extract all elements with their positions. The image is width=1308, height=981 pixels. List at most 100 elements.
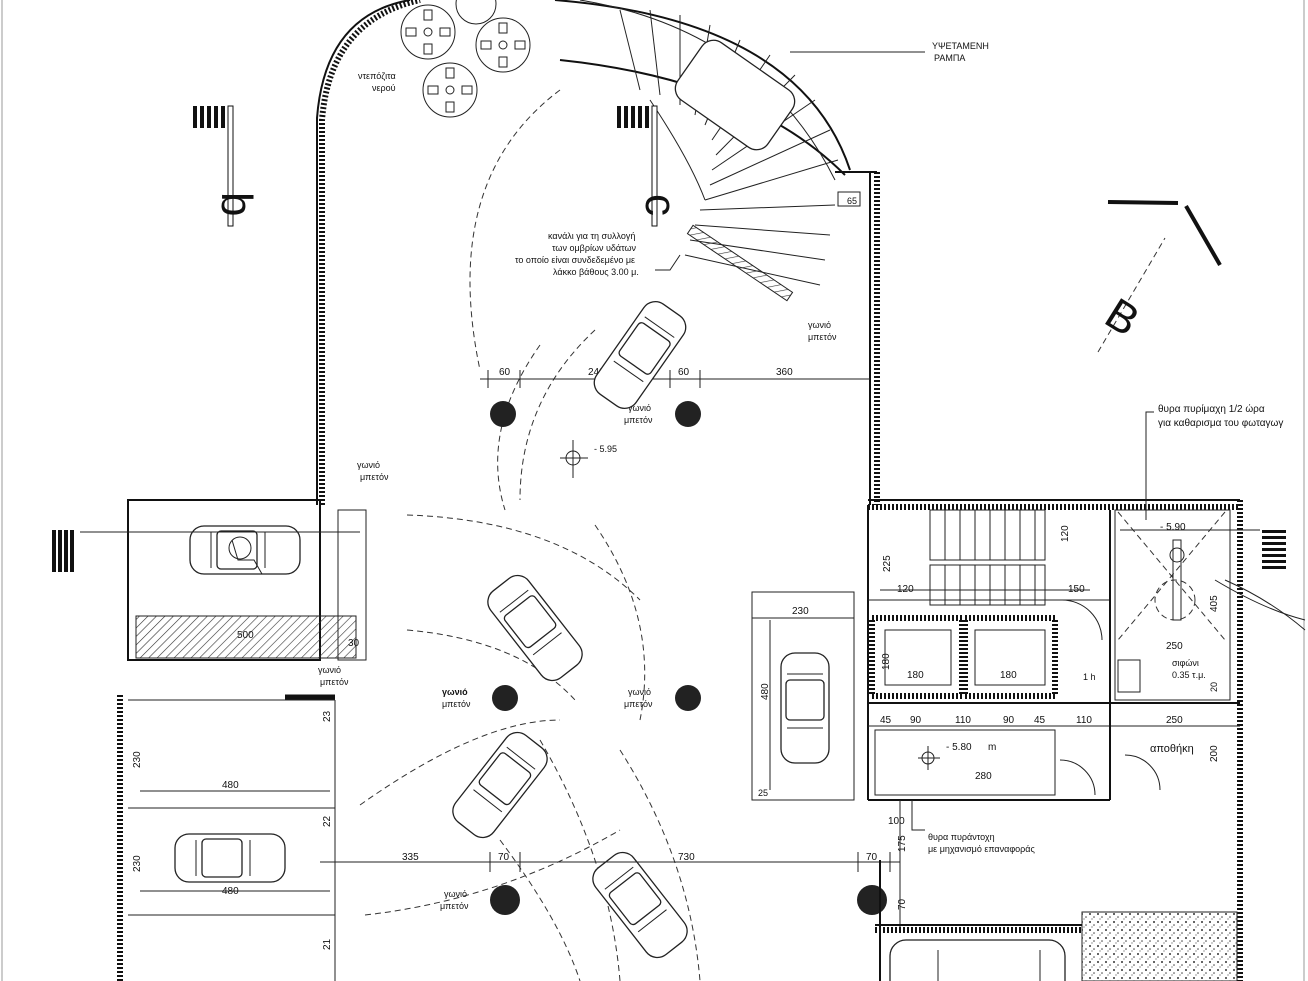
dim-250a: 250 <box>1166 641 1183 652</box>
dim-90b: 90 <box>1003 715 1015 726</box>
section-marker-right <box>1262 530 1286 569</box>
car-side <box>780 652 830 764</box>
dim-23: 23 <box>322 710 333 722</box>
dim-335: 335 <box>402 852 419 863</box>
ramp-label-line1: ΥΨΕΤΑΜΕΝΗ <box>932 41 989 51</box>
dim-480c: 480 <box>760 683 771 700</box>
dim-row-bottom: 335 70 730 70 <box>320 852 900 872</box>
dim-100: 100 <box>888 816 905 827</box>
fire-door-top-1: θυρα πυρίμαχη 1/2 ώρα <box>1158 403 1265 415</box>
left-stalls: 230 480 23 22 230 480 21 <box>117 694 336 981</box>
dim-180b: 180 <box>907 670 924 681</box>
ramp-label-line2: ΡΑΜΠΑ <box>934 53 965 63</box>
level-marker-center: - 5.95 <box>560 440 617 478</box>
dim-20: 20 <box>1209 682 1219 692</box>
turning-paths <box>359 89 701 981</box>
concrete-corner-7a: γωνιό <box>444 889 467 899</box>
water-tanks <box>400 0 531 118</box>
dim-60b: 60 <box>678 367 690 378</box>
core-block <box>867 499 1306 981</box>
ramp-label: ΥΨΕΤΑΜΕΝΗ ΡΑΜΠΑ <box>790 41 989 63</box>
dim-230a: 230 <box>132 751 143 768</box>
section-marker-B: B <box>1097 200 1222 353</box>
dim-110a: 110 <box>955 715 971 726</box>
concrete-corner-5a: γωνιό <box>442 687 468 697</box>
accessible-space: 500 30 <box>80 499 367 661</box>
dim-360: 360 <box>776 367 793 378</box>
section-b-label: b <box>212 192 261 216</box>
ramp-steps <box>579 0 839 302</box>
lower-right-zone <box>875 800 1238 981</box>
section-marker-left <box>52 530 74 572</box>
dim-box-65 <box>837 191 861 207</box>
dim-65: 65 <box>847 196 857 206</box>
dim-225: 225 <box>882 555 893 572</box>
dim-200: 200 <box>1209 745 1220 762</box>
dim-240: 240 <box>588 367 605 378</box>
concrete-corner-5b: μπετόν <box>442 699 471 709</box>
drain-label-1: σιφώνι <box>1172 658 1199 668</box>
car-accessible <box>189 525 301 575</box>
water-tank-label-1: ντεπόζιτα <box>358 71 396 81</box>
cars <box>174 295 1066 981</box>
dim-280: 280 <box>975 771 992 782</box>
section-B-label: B <box>1097 289 1148 346</box>
concrete-corner-1b: μπετόν <box>624 415 653 425</box>
dim-70a: 70 <box>498 852 510 863</box>
dim-120b: 120 <box>1060 525 1071 542</box>
dim-22: 22 <box>322 815 333 827</box>
dim-21: 21 <box>322 938 333 950</box>
dim-250b: 250 <box>1166 715 1183 726</box>
concrete-corner-2a: γωνιό <box>808 320 831 330</box>
core-dimensions: 225 120 120 150 - 5.90 405 250 180 180 1… <box>880 522 1220 910</box>
concrete-corner-6a: γωνιό <box>628 687 651 697</box>
dim-180c: 180 <box>1000 670 1017 681</box>
level-right: - 5.90 <box>1160 522 1186 533</box>
concrete-corner-6b: μπετόν <box>624 699 653 709</box>
concrete-corner-7b: μπετόν <box>440 901 469 911</box>
fire-door-top-2: για καθαρισμα του φωταγωγ <box>1158 418 1283 429</box>
dim-45b: 45 <box>1034 715 1046 726</box>
section-marker-b: b <box>193 105 261 227</box>
car-3 <box>586 846 694 964</box>
fire-door-note-top: θυρα πυρίμαχη 1/2 ώρα για καθαρισμα του … <box>1145 403 1283 520</box>
car-bottom-right <box>889 939 1066 981</box>
car-2 <box>446 726 554 844</box>
channel-note-1: κανάλι για τη συλλογή <box>548 231 635 241</box>
dim-110b: 110 <box>1076 715 1092 726</box>
channel-note-4: λάκκο βάθους 3.00 μ. <box>553 267 639 277</box>
section-c-label: c <box>636 194 685 216</box>
section-marker-c: c <box>617 105 685 227</box>
fire-door-bottom-2: με μηχανισμό επαναφοράς <box>928 844 1035 854</box>
side-stall: 230 480 25 <box>751 591 855 801</box>
concrete-corner-1a: γωνιό <box>628 403 651 413</box>
storage-label: αποθήκη <box>1150 743 1194 755</box>
dim-70b: 70 <box>866 852 878 863</box>
dim-45a: 45 <box>880 715 892 726</box>
dim-1h: 1 h <box>1083 672 1096 682</box>
dim-70c: 70 <box>897 898 908 910</box>
dim-730: 730 <box>678 852 695 863</box>
concrete-corner-4a: γωνιό <box>318 665 341 675</box>
dim-90a: 90 <box>910 715 922 726</box>
dim-30: 30 <box>348 638 360 649</box>
level-core: - 5.80 <box>946 742 972 753</box>
concrete-corner-3a: γωνιό <box>357 460 380 470</box>
dim-230b: 230 <box>132 855 143 872</box>
dim-230c: 230 <box>792 606 809 617</box>
dim-480b: 480 <box>222 886 239 897</box>
dim-25: 25 <box>758 788 768 798</box>
fire-door-bottom-1: θυρα πυράντοχη <box>928 832 995 842</box>
concrete-corner-4b: μπετόν <box>320 677 349 687</box>
dim-150: 150 <box>1068 584 1085 595</box>
dim-120a: 120 <box>897 584 914 595</box>
level-center: - 5.95 <box>594 444 617 454</box>
car-ramp <box>588 295 692 415</box>
dim-500: 500 <box>237 630 254 641</box>
drain-label-2: 0.35 τ.μ. <box>1172 670 1206 680</box>
dim-180a: 180 <box>881 653 892 670</box>
car-left <box>174 833 286 883</box>
dim-480a: 480 <box>222 780 239 791</box>
car-1 <box>481 569 589 687</box>
